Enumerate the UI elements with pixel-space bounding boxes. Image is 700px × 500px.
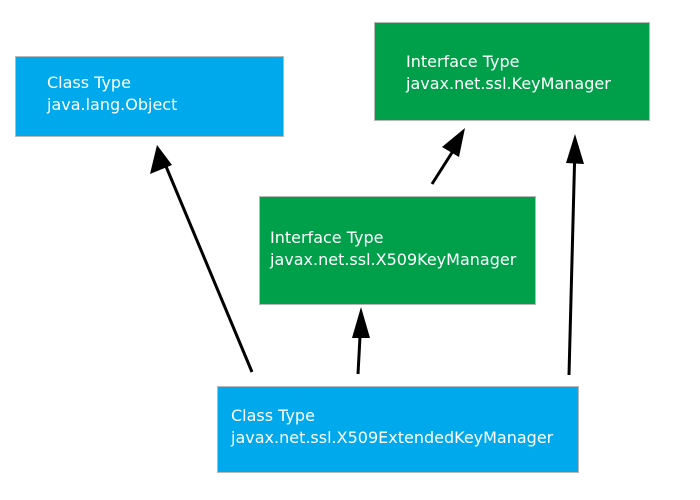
- type-name-label: javax.net.ssl.X509ExtendedKeyManager: [231, 428, 554, 447]
- arrowhead-x509-to-keymanager: [442, 128, 465, 157]
- arrowhead-ext-to-x509: [352, 307, 370, 338]
- class-box-x509-extended-key-manager: Class Type javax.net.ssl.X509ExtendedKey…: [217, 386, 579, 473]
- type-kind-label: Class Type: [47, 73, 131, 92]
- class-box-java-lang-object: Class Type java.lang.Object: [15, 56, 284, 137]
- type-kind-label: Interface Type: [270, 228, 384, 247]
- arrow-ext-to-keymanager: [567, 144, 577, 376]
- interface-box-x509-key-manager: Interface Type javax.net.ssl.X509KeyMana…: [259, 196, 536, 305]
- type-kind-label: Class Type: [231, 406, 315, 425]
- arrowhead-ext-to-object: [150, 145, 172, 174]
- type-name-label: javax.net.ssl.X509KeyManager: [270, 250, 517, 269]
- arrowhead-ext-to-keymanager: [566, 134, 584, 164]
- type-name-label: javax.net.ssl.KeyManager: [406, 74, 611, 93]
- arrow-ext-to-object: [158, 151, 254, 373]
- interface-box-key-manager: Interface Type javax.net.ssl.KeyManager: [374, 22, 650, 121]
- type-name-label: java.lang.Object: [47, 95, 178, 114]
- type-kind-label: Interface Type: [406, 52, 520, 71]
